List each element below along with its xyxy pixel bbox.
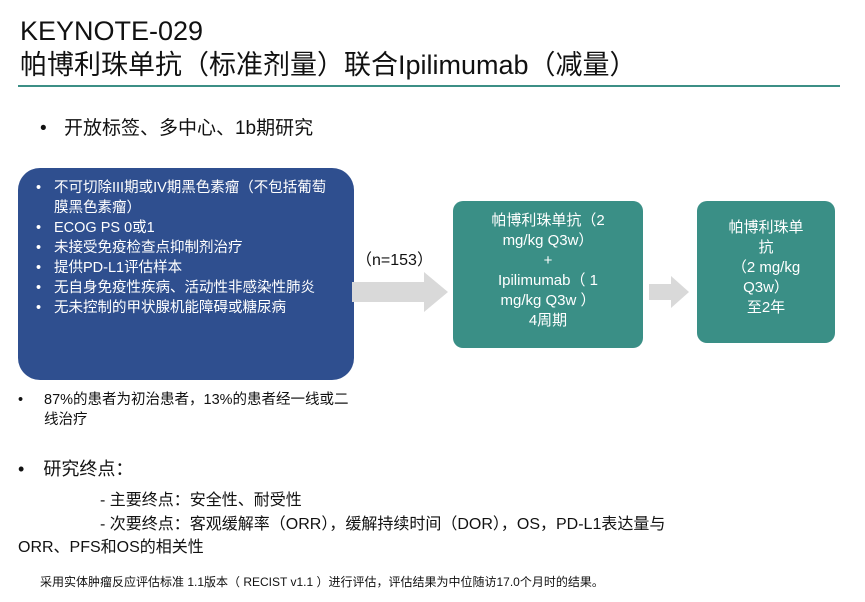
eligibility-list: •不可切除III期或IV期黑色素瘤（不包括葡萄膜黑色素瘤） •ECOG PS 0… (34, 178, 338, 318)
enrollment-count: （n=153） (356, 252, 433, 269)
bullet-icon: • (36, 300, 42, 316)
bullet-icon: • (36, 260, 42, 276)
primary-endpoint: - 主要终点：安全性、耐受性 (100, 492, 302, 509)
list-item: •无自身免疫性疾病、活动性非感染性肺炎 (36, 280, 315, 296)
list-item: •ECOG PS 0或1 (36, 220, 155, 236)
eligibility-box: •不可切除III期或IV期黑色素瘤（不包括葡萄膜黑色素瘤） •ECOG PS 0… (18, 168, 354, 380)
page-title: KEYNOTE-029 帕博利珠单抗（标准剂量）联合Ipilimumab（减量） (20, 14, 840, 82)
secondary-endpoint-continued: ORR、PFS和OS的相关性 (18, 539, 204, 556)
bullet-icon: • (36, 280, 42, 296)
patient-note: • 87%的患者为初治患者，13%的患者经一线或二线治疗 (18, 390, 358, 430)
title-line-1: KEYNOTE-029 (20, 16, 204, 46)
title-line-2: 帕博利珠单抗（标准剂量）联合Ipilimumab（减量） (20, 50, 637, 80)
study-design: • 开放标签、多中心、1b期研究 (40, 116, 313, 142)
list-item: •不可切除III期或IV期黑色素瘤（不包括葡萄膜黑色素瘤） (36, 180, 327, 216)
footnote: 采用实体肿瘤反应评估标准 1.1版本（ RECIST v1.1 ）进行评估，评估… (40, 575, 604, 589)
bullet-icon: • (36, 180, 42, 196)
bullet-icon: • (36, 220, 42, 236)
patient-note-text: 87%的患者为初治患者，13%的患者经一线或二线治疗 (44, 392, 349, 428)
secondary-endpoint: - 次要终点：客观缓解率（ORR），缓解持续时间（DOR），OS，PD-L1表达… (100, 516, 666, 533)
bullet-icon: • (18, 392, 24, 408)
bullet-icon: • (18, 459, 25, 479)
study-design-text: 开放标签、多中心、1b期研究 (63, 118, 314, 139)
title-divider (18, 85, 840, 87)
endpoints-heading: • 研究终点： (18, 459, 134, 479)
list-item: •提供PD-L1评估样本 (36, 260, 183, 276)
monotherapy-box: 帕博利珠单 抗 （2 mg/kg Q3w） 至2年 (697, 201, 835, 343)
bullet-icon: • (36, 240, 42, 256)
bullet-icon: • (40, 118, 47, 139)
list-item: •无未控制的甲状腺机能障碍或糖尿病 (36, 300, 286, 316)
combination-treatment-box: 帕博利珠单抗（2 mg/kg Q3w） + Ipilimumab（ 1 mg/k… (453, 201, 643, 348)
arrow-right-icon (352, 272, 448, 312)
arrow-right-icon (649, 276, 689, 308)
list-item: •未接受免疫检查点抑制剂治疗 (36, 240, 243, 256)
